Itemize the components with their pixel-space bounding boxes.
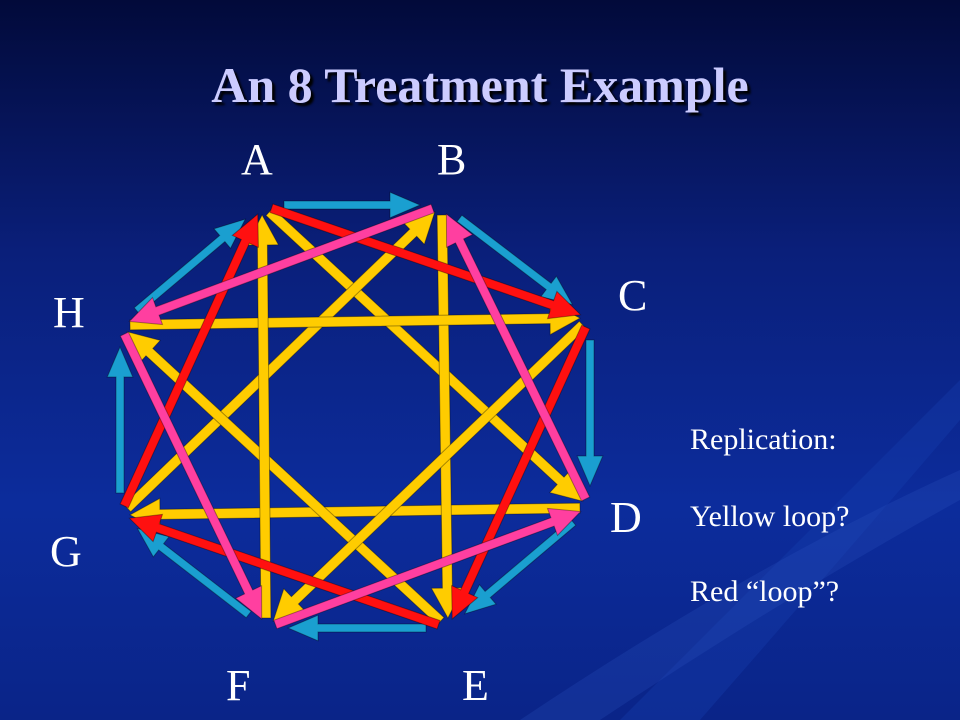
- edge-yellow-d-to-g: [128, 497, 581, 532]
- node-label-f: F: [226, 661, 251, 710]
- node-label-c: C: [618, 271, 648, 320]
- edge-pink-b-to-h: [128, 203, 435, 326]
- note-red-loop: Red “loop”?: [690, 575, 840, 608]
- edge-cyan-c-to-d: [576, 339, 604, 488]
- edge-pink-d-to-b: [445, 212, 591, 502]
- page-title: An 8 Treatment Example: [211, 57, 749, 113]
- node-label-d: D: [610, 493, 642, 542]
- node-label-b: B: [437, 135, 467, 184]
- edge-cyan-a-to-b: [283, 191, 422, 219]
- note-replication: Replication:: [690, 423, 837, 456]
- edge-cyan-d-to-e: [463, 518, 577, 615]
- edge-cyan-b-to-c: [456, 214, 574, 306]
- node-label-h: H: [53, 288, 85, 337]
- edge-red-a-to-c: [269, 203, 582, 320]
- edge-red-e-to-g: [128, 513, 441, 630]
- node-label-e: E: [462, 661, 489, 710]
- edge-pink-f-to-d: [273, 507, 582, 630]
- edge-cyan-h-to-a: [133, 218, 247, 315]
- edge-pink-h-to-f: [119, 331, 263, 621]
- edge-yellow-h-to-c: [129, 301, 582, 336]
- node-label-g: G: [50, 527, 82, 576]
- node-label-a: A: [241, 135, 273, 184]
- edge-cyan-g-to-h: [106, 345, 134, 494]
- note-yellow-loop: Yellow loop?: [690, 500, 850, 533]
- edge-cyan-e-to-f: [286, 614, 427, 642]
- edge-cyan-f-to-g: [136, 527, 252, 619]
